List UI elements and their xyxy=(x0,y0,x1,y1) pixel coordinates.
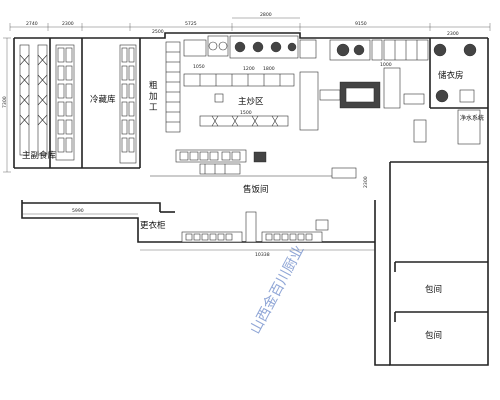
serving-counter-row: 售饭间 xyxy=(150,149,357,195)
main-cooking-area: 主炒区 1500 xyxy=(183,71,341,131)
dim-2300: 2300 xyxy=(62,21,74,27)
dim-2300-right: 2300 xyxy=(363,176,369,188)
dim-1000: 1000 xyxy=(380,62,392,68)
label-water-system: 净水系统 xyxy=(460,114,484,122)
dim-5725: 5725 xyxy=(185,21,197,27)
bottom-dimensions: 5990 10338 2300 xyxy=(22,176,375,258)
dim-10338: 10338 xyxy=(255,252,270,258)
label-dish-room: 售饭间 xyxy=(243,184,269,195)
label-main-staple-storage: 主副食库 xyxy=(22,150,57,161)
label-private-room-1: 包间 xyxy=(425,284,442,295)
dim-1500-mid: 1500 xyxy=(240,110,252,116)
label-rough-processing-3: 工 xyxy=(149,103,158,113)
dim-7300: 7300 xyxy=(2,96,8,108)
changing-cabinet-area: 更衣柜 xyxy=(140,211,175,231)
dim-2300b: 2300 xyxy=(447,31,459,37)
dim-9150: 9150 xyxy=(355,21,367,27)
main-staple-storage-room: 主副食库 xyxy=(19,38,83,168)
dim-2500: 2500 xyxy=(152,29,164,35)
label-private-room-2: 包间 xyxy=(425,330,442,341)
top-dimension-line: 2740 2300 5725 2800 9150 2500 2300 xyxy=(9,12,491,37)
label-dish-storage: 储衣房 xyxy=(438,70,464,81)
label-changing-cabinet: 更衣柜 xyxy=(140,220,166,231)
left-dimension-line: 7300 xyxy=(2,37,11,173)
top-row-equipment: 1050 1200 1800 xyxy=(183,35,429,72)
rough-processing-area: 粗 加 工 xyxy=(149,41,181,133)
label-main-cooking: 主炒区 xyxy=(238,96,264,107)
shelving-column-2 xyxy=(55,44,75,161)
dim-1800: 1800 xyxy=(263,66,275,72)
label-rough-processing-1: 粗 xyxy=(149,80,158,91)
right-upper-equipment: 1000 储衣房 净水系统 xyxy=(339,38,488,145)
dim-2740: 2740 xyxy=(26,21,38,27)
label-rough-processing-2: 加 xyxy=(149,91,158,102)
dim-2800: 2800 xyxy=(260,12,272,18)
cold-storage-room: 冷藏库 xyxy=(90,38,141,168)
lower-serving-line xyxy=(181,211,329,243)
dim-1200: 1200 xyxy=(243,66,255,72)
dim-1050: 1050 xyxy=(193,64,205,70)
label-cold-storage: 冷藏库 xyxy=(90,94,116,105)
dim-5990: 5990 xyxy=(72,208,84,214)
private-rooms: 包间 包间 xyxy=(394,261,488,341)
